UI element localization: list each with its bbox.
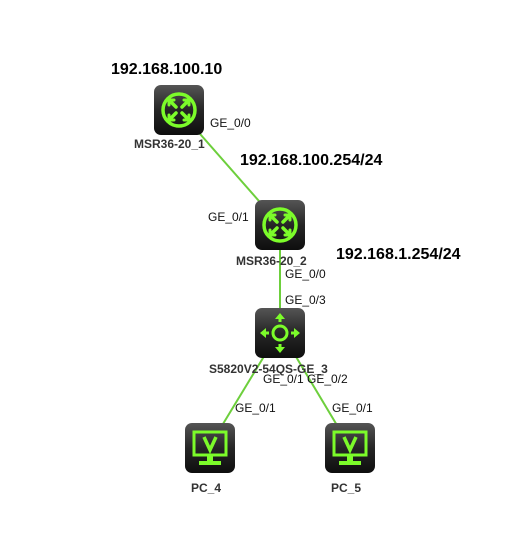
ip-label-msr2-downstream: 192.168.1.254/24 xyxy=(336,246,461,263)
ip-label-msr1: 192.168.100.10 xyxy=(111,61,223,78)
port-label-msr1-ge00: GE_0/0 xyxy=(210,116,251,130)
port-label-sw3-ge03: GE_0/3 xyxy=(285,293,326,307)
device-label-pc5: PC_5 xyxy=(331,481,362,495)
port-label-sw3-ge02: GE_0/2 xyxy=(307,372,348,386)
pc-pc5[interactable] xyxy=(325,423,375,473)
port-label-sw3-ge01: GE_0/1 xyxy=(263,372,304,386)
port-label-msr2-ge00: GE_0/0 xyxy=(285,267,326,281)
ip-label-msr2-upstream: 192.168.100.254/24 xyxy=(240,152,383,169)
port-label-pc5-ge01: GE_0/1 xyxy=(332,401,373,415)
device-label-msr2: MSR36-20_2 xyxy=(236,254,307,268)
router-msr2[interactable] xyxy=(255,200,305,250)
device-label-sw3: S5820V2-54QS-GE_3 xyxy=(209,362,328,376)
pc-pc4[interactable] xyxy=(185,423,235,473)
switch-icon xyxy=(260,313,300,353)
port-label-msr2-ge01: GE_0/1 xyxy=(208,210,249,224)
router-msr1[interactable] xyxy=(154,85,204,135)
router-icon xyxy=(262,207,298,243)
router-icon xyxy=(161,92,197,128)
pc-icon xyxy=(332,430,368,465)
device-label-pc4: PC_4 xyxy=(191,481,222,495)
device-label-msr1: MSR36-20_1 xyxy=(134,137,205,151)
port-label-pc4-ge01: GE_0/1 xyxy=(235,401,276,415)
pc-icon xyxy=(192,430,228,465)
switch-sw3[interactable] xyxy=(255,308,305,358)
